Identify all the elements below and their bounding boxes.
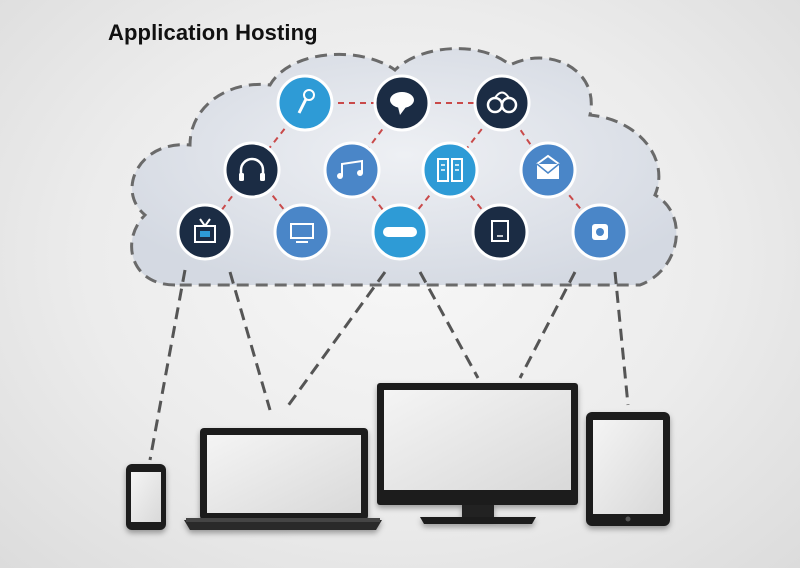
microphone-icon bbox=[276, 74, 334, 132]
cloud-nodes bbox=[176, 74, 629, 261]
devices bbox=[126, 383, 670, 530]
cloud-outline bbox=[130, 47, 678, 287]
headphones-icon bbox=[223, 141, 281, 199]
desktop-monitor-icon bbox=[377, 383, 578, 524]
music-notes-icon bbox=[323, 141, 381, 199]
device-links bbox=[148, 269, 630, 461]
earbuds-icon bbox=[473, 74, 531, 132]
tablet-device-icon bbox=[586, 412, 670, 526]
page-title: Application Hosting bbox=[108, 20, 318, 45]
laptop-icon bbox=[184, 428, 382, 530]
cloud bbox=[130, 47, 678, 287]
smartphone-icon bbox=[126, 464, 166, 530]
game-controller-icon bbox=[371, 203, 429, 261]
monitor-icon bbox=[273, 203, 331, 261]
tv-icon bbox=[176, 203, 234, 261]
tablet-icon bbox=[471, 203, 529, 261]
chat-bubble-icon bbox=[373, 74, 431, 132]
camera-icon bbox=[571, 203, 629, 261]
envelope-icon bbox=[519, 141, 577, 199]
book-icon bbox=[421, 141, 479, 199]
